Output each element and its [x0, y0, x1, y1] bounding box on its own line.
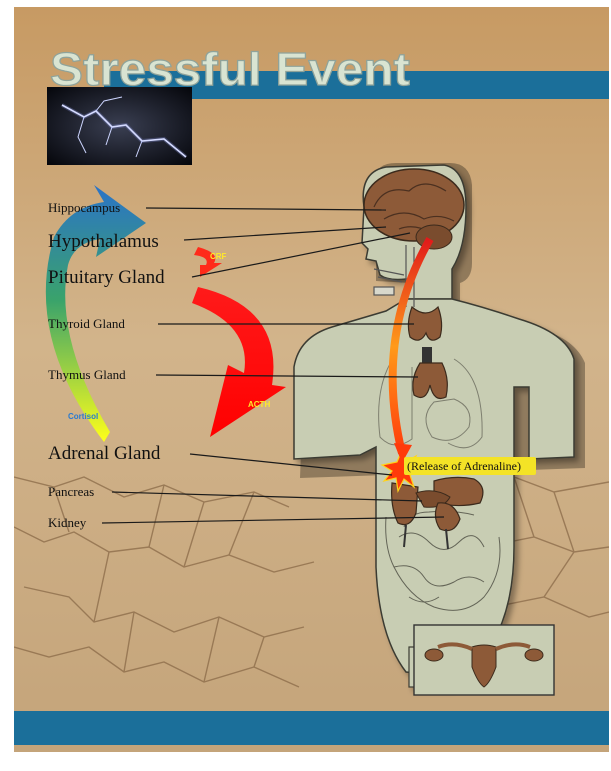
label-pituitary: Pituitary Gland: [48, 267, 165, 288]
page-title: Stressful Event: [50, 43, 410, 95]
stress-response-poster: Stressful Event: [14, 7, 609, 752]
poster-svg: Stressful Event: [14, 7, 609, 752]
crf-label: CRF: [210, 252, 227, 261]
label-hypothalamus: Hypothalamus: [48, 231, 159, 252]
lightning-icon: [47, 87, 192, 165]
label-pancreas: Pancreas: [48, 484, 94, 499]
label-adrenal: Adrenal Gland: [48, 443, 161, 464]
label-kidney: Kidney: [48, 515, 87, 530]
label-hippocampus: Hippocampus: [48, 200, 120, 215]
adrenaline-callout: (Release of Adrenaline): [404, 457, 536, 475]
label-thyroid: Thyroid Gland: [48, 316, 125, 331]
trachea: [422, 347, 432, 363]
label-thymus: Thymus Gland: [48, 367, 126, 382]
cortisol-label: Cortisol: [68, 412, 98, 421]
bottom-band: [14, 711, 609, 745]
acth-label: ACTH: [248, 400, 270, 409]
uterus-ovaries-icon: [414, 625, 554, 695]
callout-text: (Release of Adrenaline): [407, 459, 521, 473]
